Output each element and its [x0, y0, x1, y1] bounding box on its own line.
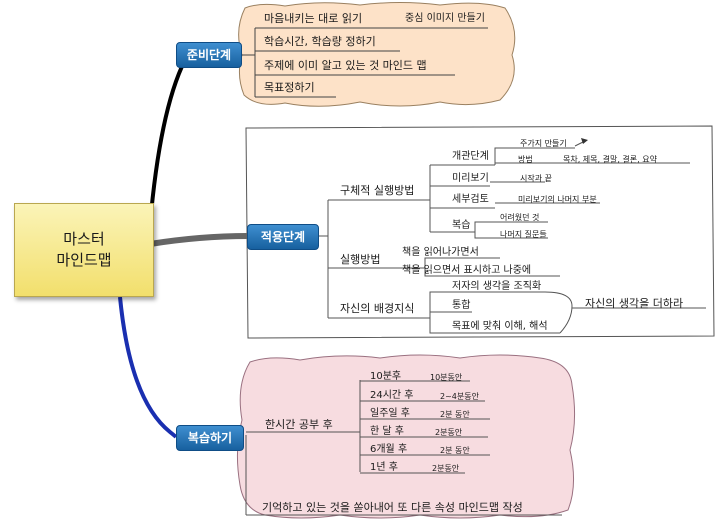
apply-review[interactable]: 복습 [452, 220, 471, 231]
prep-item-1[interactable]: 마음내키는 대로 읽기 [264, 12, 363, 25]
recall-when-1[interactable]: 10분후 [370, 371, 402, 382]
recall-main-topic[interactable]: 복습하기 [176, 425, 244, 451]
recall-duration-3[interactable]: 2분 동안 [440, 410, 470, 419]
apply-detail[interactable]: 세부검토 [452, 194, 489, 205]
apply-concrete[interactable]: 구체적 실행방법 [340, 184, 415, 197]
recall-when-3[interactable]: 일주일 후 [370, 408, 410, 419]
recall-duration-6[interactable]: 2분동안 [432, 464, 460, 473]
recall-when-6[interactable]: 1년 후 [370, 462, 398, 473]
center-topic-line2: 마인드맵 [56, 251, 112, 269]
center-topic-line1: 마스터 [63, 230, 105, 248]
apply-exec[interactable]: 실행방법 [340, 253, 381, 266]
apply-bg-item-2[interactable]: 통합 [452, 300, 471, 311]
apply-preview[interactable]: 미리보기 [452, 173, 489, 184]
apply-overview[interactable]: 개관단계 [452, 151, 489, 162]
apply-overview-item-2[interactable]: 방법 [518, 155, 533, 164]
apply-detail-item[interactable]: 미리보기의 나머지 부분 [518, 195, 597, 204]
apply-frame [245, 125, 715, 339]
apply-bg-result[interactable]: 자신의 생각을 더하라 [585, 297, 684, 310]
apply-review-item-2[interactable]: 나머지 질문들 [500, 230, 547, 239]
recall-bottom[interactable]: 기억하고 있는 것을 쏟아내어 또 다른 속성 마인드맵 작성 [262, 501, 523, 514]
recall-duration-5[interactable]: 2분 동안 [440, 446, 470, 455]
recall-duration-4[interactable]: 2분동안 [435, 428, 463, 437]
prep-main-topic[interactable]: 준비단계 [176, 42, 242, 68]
apply-bg-item-1[interactable]: 저자의 생각을 조직화 [452, 281, 542, 292]
recall-when-4[interactable]: 한 달 후 [370, 426, 404, 437]
prep-item-2[interactable]: 학습시간, 학습량 정하기 [264, 35, 376, 48]
apply-method-detail[interactable]: 목차, 제목, 결말, 결론, 요약 [563, 155, 657, 164]
prep-item-4[interactable]: 목표정하기 [264, 81, 315, 94]
prep-item-3[interactable]: 주제에 이미 알고 있는 것 마인드 맵 [264, 59, 427, 72]
recall-after[interactable]: 한시간 공부 후 [265, 418, 333, 431]
apply-preview-item[interactable]: 시작과 끝 [520, 174, 552, 183]
recall-when-5[interactable]: 6개월 후 [370, 444, 408, 455]
apply-bg-item-3[interactable]: 목표에 맞춰 이해, 해석 [452, 321, 548, 332]
apply-exec-item-2[interactable]: 책을 읽으면서 표시하고 나중에 [402, 265, 532, 276]
prep-sub-item[interactable]: 중심 이미지 만들기 [405, 13, 485, 24]
apply-main-topic[interactable]: 적용단계 [247, 224, 319, 250]
apply-background[interactable]: 자신의 배경지식 [340, 302, 415, 315]
center-topic[interactable]: 마스터 마인드맵 [14, 203, 154, 297]
apply-exec-item-1[interactable]: 책을 읽어나가면서 [402, 247, 479, 258]
recall-duration-2[interactable]: 2~4분동안 [440, 392, 479, 401]
recall-duration-1[interactable]: 10분동안 [430, 373, 463, 382]
recall-when-2[interactable]: 24시간 후 [370, 390, 414, 401]
apply-review-item-1[interactable]: 어려웠던 것 [500, 213, 540, 222]
apply-overview-item-1[interactable]: 주가지 만들기 [520, 139, 567, 148]
